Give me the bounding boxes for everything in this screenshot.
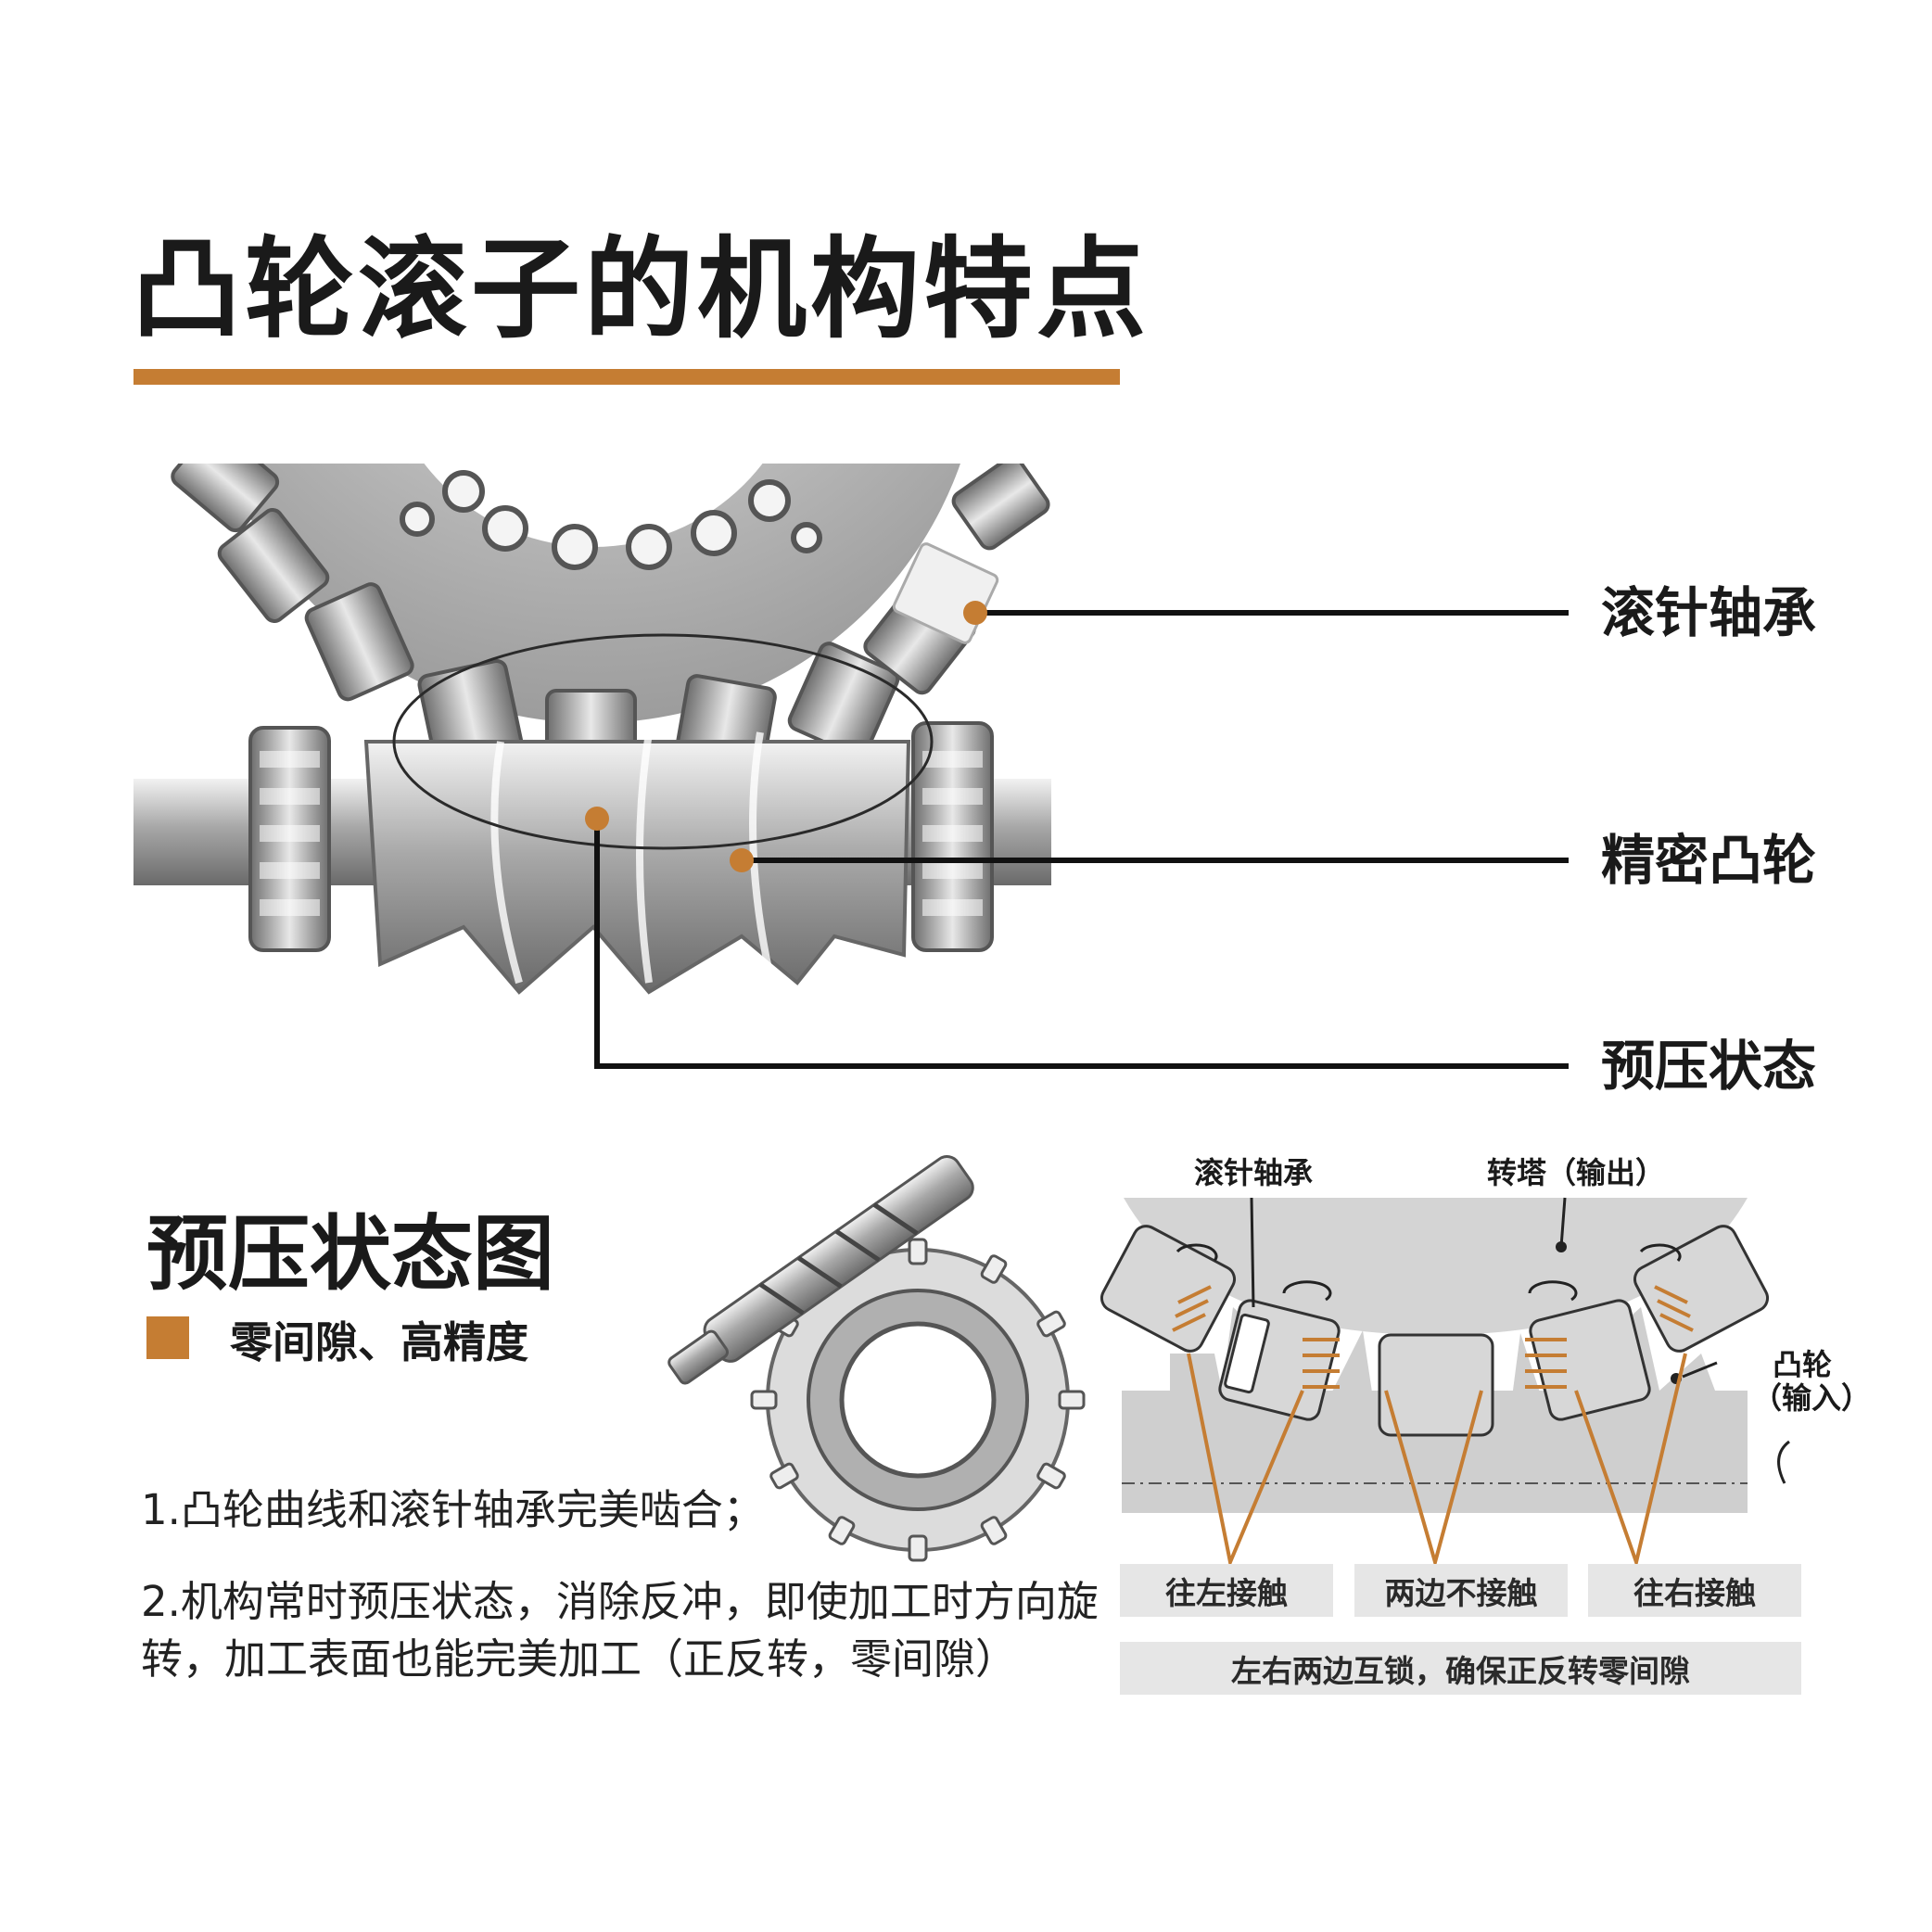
title-underline: [133, 369, 1120, 385]
legend-label: 零间隙、高精度: [230, 1317, 528, 1367]
box-contact-right: 往右接触: [1588, 1564, 1801, 1617]
box-interlock-note: 左右两边互锁，确保正反转零间隙: [1120, 1642, 1801, 1695]
callout-needle-bearing: 滚针轴承: [1601, 581, 1817, 644]
diagram-label-cam-input: （输入）: [1752, 1380, 1872, 1416]
section-title: 预压状态图: [146, 1206, 555, 1302]
page-title: 凸轮滚子的机构特点: [132, 225, 1150, 353]
diagram-label-needle-bearing: 滚针轴承: [1194, 1155, 1314, 1190]
legend-swatch: [146, 1316, 189, 1359]
diagram-label-cam: 凸轮: [1773, 1347, 1833, 1382]
box-no-contact: 两边不接触: [1354, 1564, 1568, 1617]
diagram-label-turret: 转塔（输出）: [1487, 1155, 1666, 1190]
feature-point-2-line-1: 2.机构常时预压状态，消除反冲，即使加工时方向旋: [141, 1577, 1099, 1626]
box-contact-left: 往左接触: [1120, 1564, 1333, 1617]
preload-diagram: [1099, 1197, 1790, 1570]
feature-point-1: 1.凸轮曲线和滚针轴承完美啮合；: [141, 1485, 765, 1534]
feature-point-2-line-2: 转，加工表面也能完美加工（正反转，零间隙）: [141, 1634, 1018, 1684]
callout-preload-state: 预压状态: [1601, 1035, 1817, 1098]
worm-wheel-illustration: [667, 1155, 1086, 1562]
callout-precision-cam: 精密凸轮: [1601, 829, 1817, 892]
